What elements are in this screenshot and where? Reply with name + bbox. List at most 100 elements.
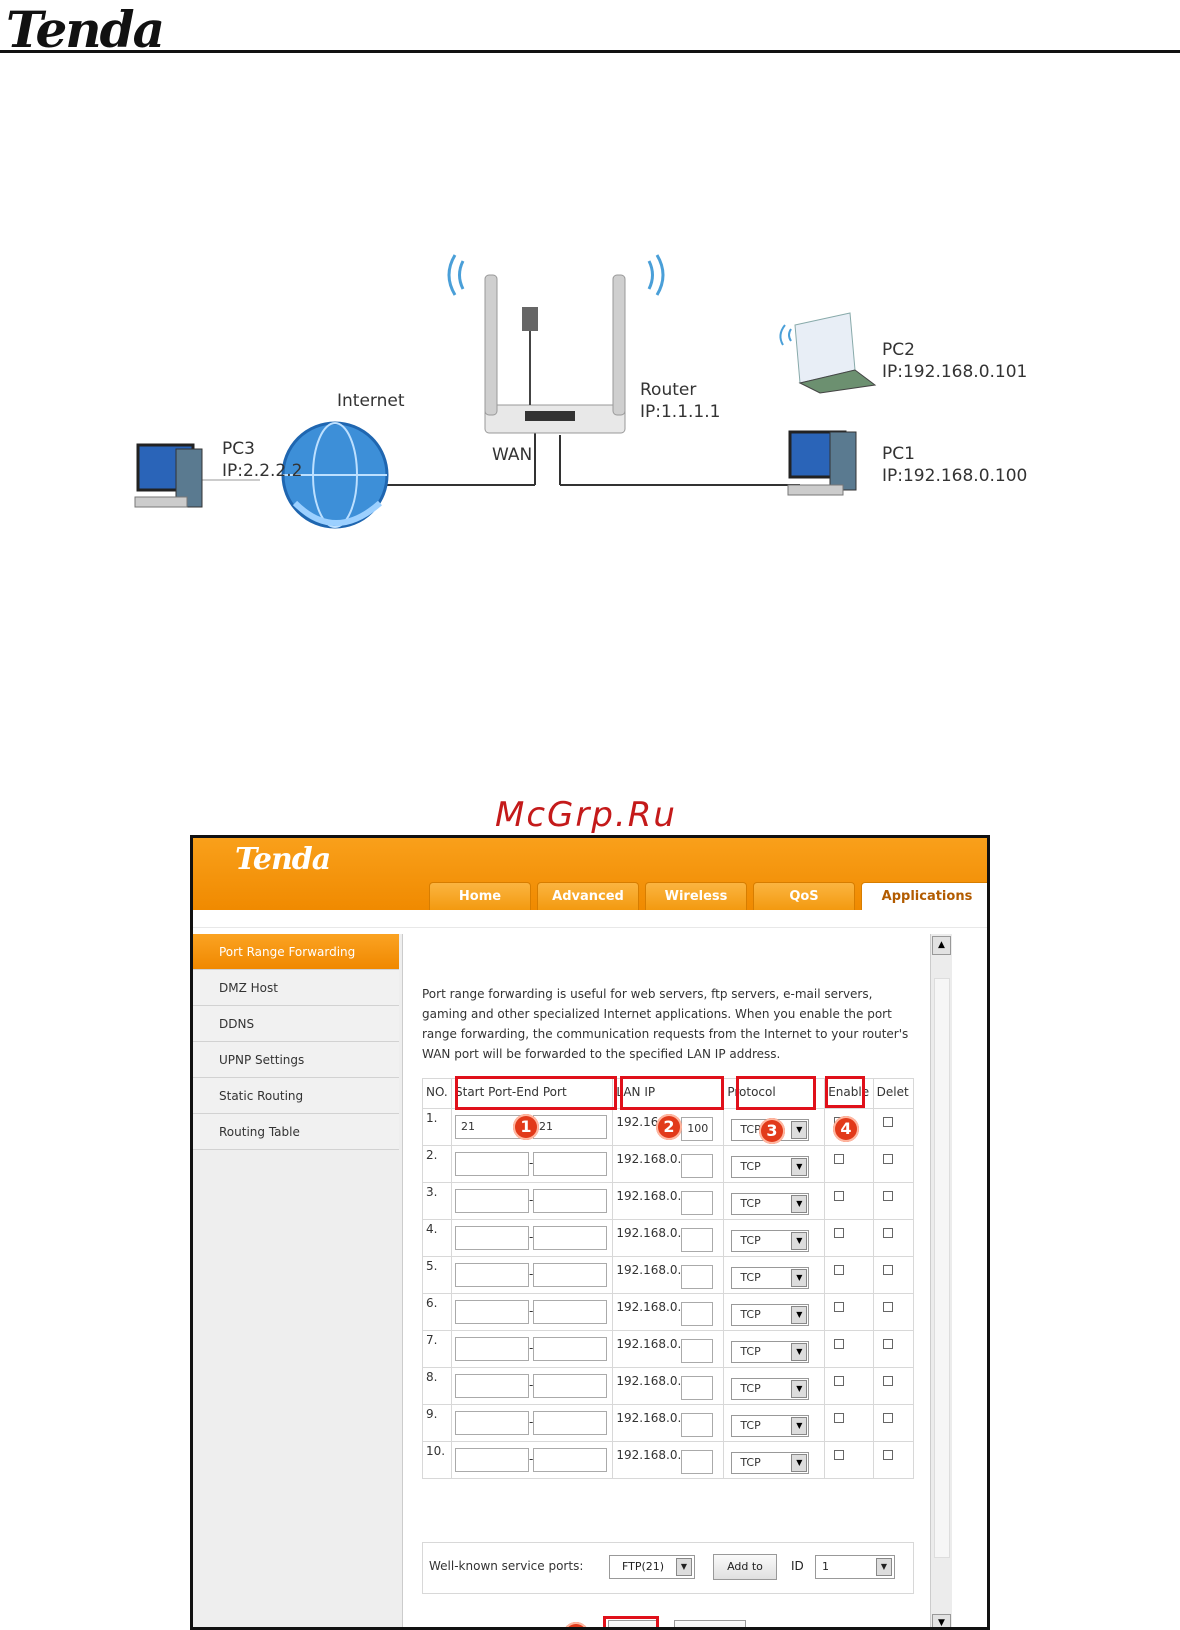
ip-prefix: 192.168.0. [616,1448,682,1462]
delete-checkbox[interactable] [882,1265,893,1275]
highlight-protocol [736,1076,816,1110]
enable-checkbox[interactable] [834,1265,845,1275]
delete-cell [872,1145,915,1183]
end-port-input[interactable] [533,1337,607,1361]
vertical-scrollbar[interactable]: ▲ ▼ [930,934,952,1627]
ip-last-octet-input[interactable] [681,1154,714,1178]
chevron-down-icon: ▼ [791,1158,808,1176]
delete-checkbox[interactable] [882,1191,893,1201]
ip-last-octet-input[interactable] [681,1265,714,1289]
delete-checkbox[interactable] [882,1339,893,1349]
protocol-select[interactable]: TCP ▼ [731,1378,810,1400]
sidebar-item-static-routing[interactable]: Static Routing [193,1078,399,1114]
ip-last-octet-input[interactable] [681,1376,714,1400]
end-port-input[interactable] [533,1448,607,1472]
port-cell: - [450,1256,614,1294]
delete-checkbox[interactable] [882,1154,893,1164]
end-port-input[interactable] [533,1226,607,1250]
chevron-down-icon: ▼ [791,1454,808,1472]
protocol-select[interactable]: TCP▼ [731,1156,810,1178]
end-port-input[interactable] [533,1411,607,1435]
delete-checkbox[interactable] [882,1413,893,1423]
id-select[interactable]: 1 ▼ [815,1555,895,1579]
start-port-input[interactable] [455,1263,529,1287]
start-port-input[interactable] [455,1152,529,1176]
scroll-up-arrow-icon[interactable]: ▲ [932,936,951,955]
start-port-input[interactable] [455,1448,529,1472]
end-port-input[interactable]: 21 [533,1115,607,1139]
enable-cell [824,1293,874,1331]
enable-checkbox[interactable] [834,1376,845,1386]
well-known-select[interactable]: FTP(21) ▼ [609,1555,695,1579]
chevron-down-icon: ▼ [791,1380,808,1398]
start-port-input[interactable] [455,1411,529,1435]
ip-last-octet-input[interactable] [681,1450,714,1474]
id-label: ID [791,1559,804,1573]
protocol-select[interactable]: TCP▼ [731,1193,810,1215]
sidebar-item-upnp-settings[interactable]: UPNP Settings [193,1042,399,1078]
sidebar-item-routing-table[interactable]: Routing Table [193,1114,399,1150]
protocol-select[interactable]: TCP▼ [731,1341,810,1363]
tab-wireless[interactable]: Wireless [645,882,747,910]
delete-checkbox[interactable] [882,1376,893,1386]
enable-checkbox[interactable] [834,1154,845,1164]
pc2-ip: IP:192.168.0.101 [882,362,1028,382]
end-port-input[interactable] [533,1152,607,1176]
port-dash: - [529,1193,534,1207]
tab-home[interactable]: Home [429,882,531,910]
tab-applications[interactable]: Applications [861,882,987,910]
chevron-down-icon: ▼ [791,1269,808,1287]
router-icon [447,254,665,434]
protocol-value: TCP [740,1382,761,1395]
row-number: 5. [422,1256,452,1294]
cancel-button[interactable]: Cancel [674,1620,746,1627]
tab-advanced[interactable]: Advanced [537,882,639,910]
ip-last-octet-input[interactable] [681,1302,714,1326]
diagram-drawing [134,254,877,529]
delete-checkbox[interactable] [882,1117,893,1127]
protocol-value: TCP [740,1197,761,1210]
enable-checkbox[interactable] [834,1191,845,1201]
delete-checkbox[interactable] [882,1450,893,1460]
delete-checkbox[interactable] [882,1228,893,1238]
add-to-button[interactable]: Add to [713,1554,777,1580]
protocol-cell: TCP▼ [723,1256,826,1294]
end-port-input[interactable] [533,1189,607,1213]
protocol-select[interactable]: TCP▼ [731,1415,810,1437]
highlight-ports [455,1076,617,1110]
start-port-input[interactable] [455,1189,529,1213]
port-dash: - [529,1230,534,1244]
ip-last-octet-input[interactable] [681,1191,714,1215]
sidebar-item-dmz-host[interactable]: DMZ Host [193,970,399,1006]
enable-checkbox[interactable] [834,1339,845,1349]
start-port-input[interactable] [455,1300,529,1324]
sidebar-item-ddns[interactable]: DDNS [193,1006,399,1042]
protocol-select[interactable]: TCP▼ [731,1304,810,1326]
ip-last-octet-input[interactable] [681,1413,714,1437]
start-port-input[interactable] [455,1226,529,1250]
ip-last-octet-input[interactable]: 100 [681,1117,714,1141]
start-port-input[interactable] [455,1337,529,1361]
protocol-select[interactable]: TCP▼ [731,1267,810,1289]
protocol-select[interactable]: TCP▼ [731,1452,810,1474]
enable-checkbox[interactable] [834,1302,845,1312]
start-port-input[interactable] [455,1374,529,1398]
delete-cell [872,1367,915,1405]
ip-last-octet-input[interactable] [681,1228,714,1252]
scroll-down-arrow-icon[interactable]: ▼ [932,1614,951,1627]
enable-checkbox[interactable] [834,1450,845,1460]
enable-checkbox[interactable] [834,1413,845,1423]
end-port-input[interactable] [533,1374,607,1398]
ip-prefix: 192.168.0. [616,1411,682,1425]
scroll-track[interactable] [934,978,950,1558]
end-port-input[interactable] [533,1300,607,1324]
chevron-down-icon: ▼ [876,1558,892,1576]
sidebar-item-port-range-forwarding[interactable]: Port Range Forwarding [193,934,399,970]
protocol-select[interactable]: TCP▼ [731,1230,810,1252]
enable-checkbox[interactable] [834,1228,845,1238]
delete-checkbox[interactable] [882,1302,893,1312]
delete-cell [872,1108,915,1146]
tab-qos[interactable]: QoS [753,882,855,910]
end-port-input[interactable] [533,1263,607,1287]
ip-last-octet-input[interactable] [681,1339,714,1363]
